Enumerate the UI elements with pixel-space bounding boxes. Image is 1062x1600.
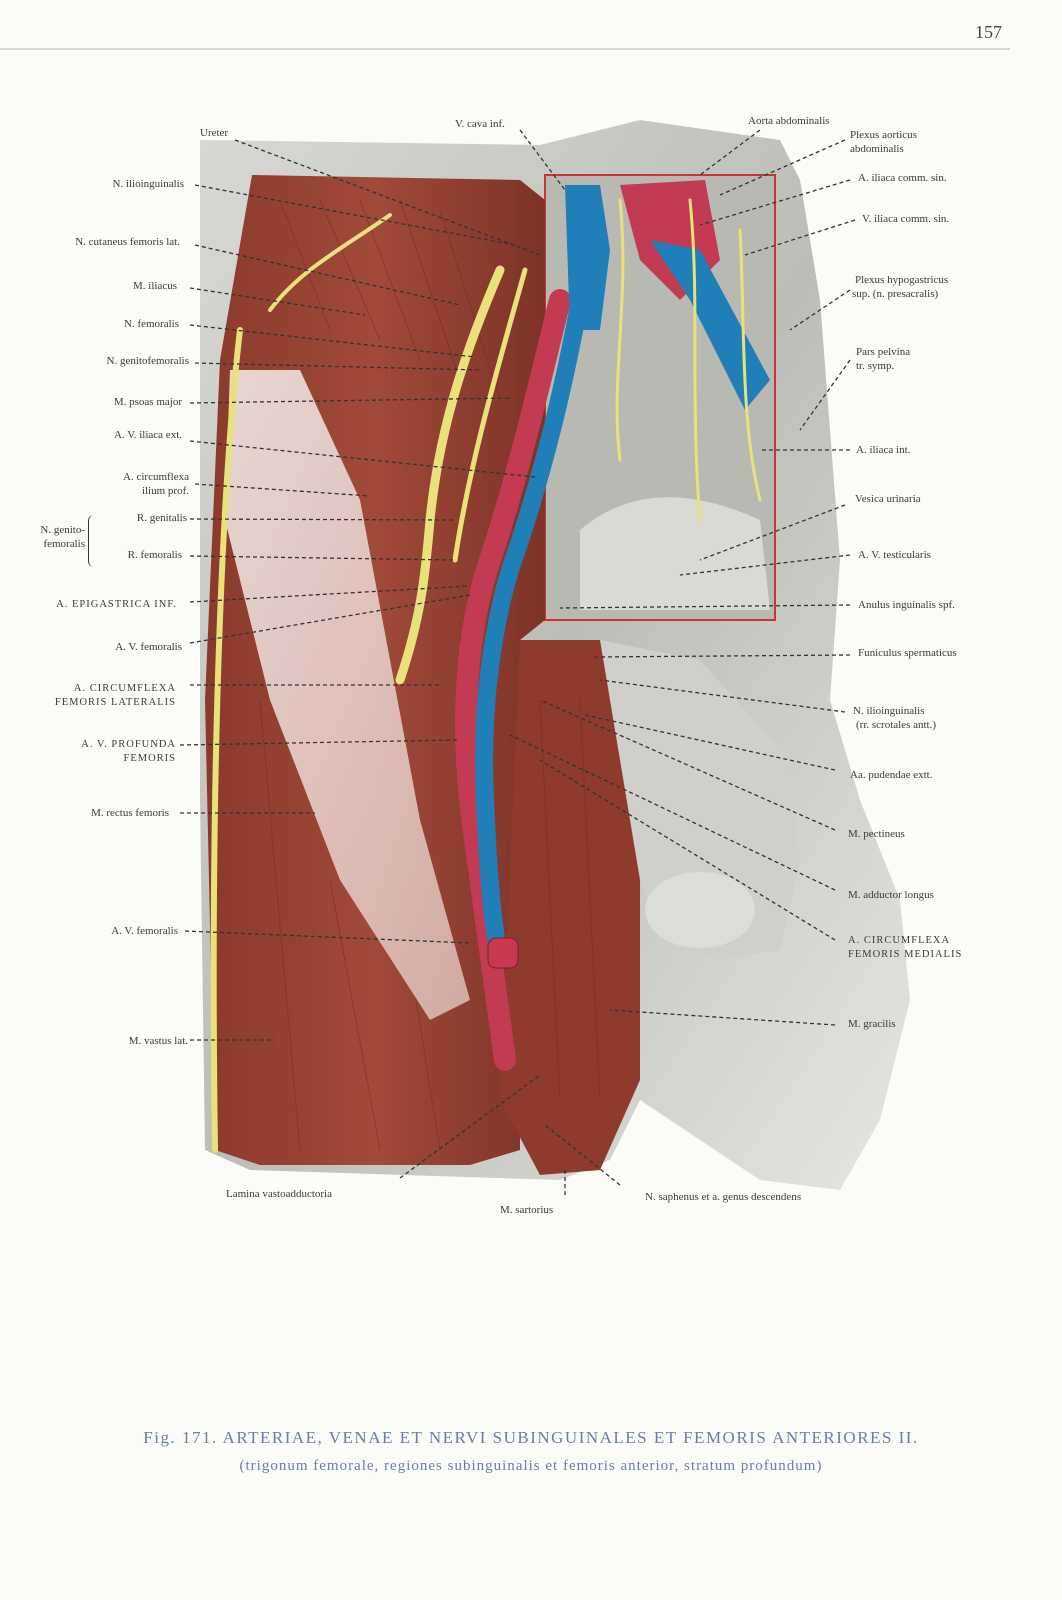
label-a-v-iliaca-ext: A. V. iliaca ext. xyxy=(113,429,182,441)
figure-caption: Fig. 171. ARTERIAE, VENAE ET NERVI SUBIN… xyxy=(143,1428,919,1447)
label-n-ilioinguinalis-left: N. ilioinguinalis xyxy=(112,178,185,190)
label-anulus-inguinalis: Anulus inguinalis spf. xyxy=(858,599,955,611)
label-vesica-urinaria: Vesica urinaria xyxy=(855,493,921,505)
figure-subcaption: (trigonum femorale, regiones subinguinal… xyxy=(239,1458,823,1474)
label-a-v-profunda-1: A. V. PROFUNDA xyxy=(81,739,176,750)
label-ureter: Ureter xyxy=(200,127,229,139)
label-n-genito-1: N. genito- xyxy=(40,524,85,536)
label-lamina-vastoadductoria: Lamina vastoadductoria xyxy=(226,1188,332,1200)
label-pars-pelvina-2: tr. symp. xyxy=(856,360,895,372)
label-a-v-profunda-2: FEMORIS xyxy=(123,753,176,764)
label-n-saphenus: N. saphenus et a. genus descendens xyxy=(645,1191,802,1203)
label-m-rectus-femoris: M. rectus femoris xyxy=(91,807,169,819)
label-a-circ-fem-med-1: A. CIRCUMFLEXA xyxy=(848,935,951,946)
label-a-iliaca-int: A. iliaca int. xyxy=(856,444,911,456)
genitofemoralis-brace xyxy=(88,515,97,567)
nerve-lateral xyxy=(210,327,243,1153)
label-r-femoralis: R. femoralis xyxy=(127,549,182,561)
label-a-circumflexa-2: ilium prof. xyxy=(141,485,189,497)
vesica xyxy=(580,497,770,610)
nerve-plexus-1 xyxy=(615,198,625,462)
page-number: 157 xyxy=(975,22,1002,42)
label-plexus-hypog-2: sup. (n. presacralis) xyxy=(852,288,939,300)
nerve-femoralis xyxy=(395,265,505,685)
label-m-gracilis: M. gracilis xyxy=(848,1018,896,1030)
nerve-cutaneus xyxy=(268,213,392,312)
nerve-plexus-2 xyxy=(688,198,702,522)
femoral-vein xyxy=(475,291,589,959)
label-m-psoas-major: M. psoas major xyxy=(113,396,182,408)
label-m-iliacus: M. iliacus xyxy=(133,280,177,292)
label-a-circ-fem-lat-1: A. CIRCUMFLEXA xyxy=(73,683,176,694)
label-a-v-femoralis-1: A. V. femoralis xyxy=(115,641,182,653)
label-plexus-hypog-1: Plexus hypogastricus xyxy=(855,274,949,286)
label-m-adductor-longus: M. adductor longus xyxy=(848,889,934,901)
label-plexus-aorticus-1: Plexus aorticus xyxy=(850,129,917,141)
label-n-femoralis: N. femoralis xyxy=(124,318,179,330)
anatomical-illustration xyxy=(179,120,910,1195)
label-a-v-femoralis-2: A. V. femoralis xyxy=(111,925,178,937)
label-m-vastus-lat: M. vastus lat. xyxy=(128,1035,188,1047)
thigh-muscles-medial xyxy=(500,640,640,1175)
label-n-ilioinguinalis-right-2: (rr. scrotales antt.) xyxy=(856,719,937,731)
nerve-genitofemoralis xyxy=(452,267,528,563)
label-m-sartorius: M. sartorius xyxy=(500,1204,554,1216)
label-r-genitalis: R. genitalis xyxy=(136,512,187,524)
label-a-circ-fem-lat-2: FEMORIS LATERALIS xyxy=(54,697,176,708)
label-a-iliaca-comm-sin: A. iliaca comm. sin. xyxy=(858,172,947,184)
nerve-plexus-3 xyxy=(738,228,762,502)
label-n-ilioinguinalis-right-1: N. ilioinguinalis xyxy=(853,705,925,717)
label-pars-pelvina-1: Pars pelvina xyxy=(856,346,911,358)
label-a-epigastrica-inf: A. EPIGASTRICA INF. xyxy=(56,599,177,610)
label-m-pectineus: M. pectineus xyxy=(848,828,905,840)
femoral-cut xyxy=(487,937,519,969)
vena-cava xyxy=(565,185,610,330)
label-a-circumflexa-1: A. circumflexa xyxy=(123,471,189,483)
header-rule xyxy=(0,48,1010,50)
rectus-femoris-tendon xyxy=(225,370,470,1020)
label-n-cutaneus-femoris: N. cutaneus femoris lat. xyxy=(75,236,180,248)
label-plexus-aorticus-2: abdominalis xyxy=(850,143,904,155)
label-a-circ-fem-med-2: FEMORIS MEDIALIS xyxy=(848,949,963,960)
glans xyxy=(645,872,755,948)
label-n-genitofemoralis: N. genitofemoralis xyxy=(106,355,189,367)
label-aorta-abdominalis: Aorta abdominalis xyxy=(748,115,830,127)
genital-region xyxy=(600,640,800,960)
label-n-genito-2: femoralis xyxy=(43,538,85,550)
label-funiculus-spermaticus: Funiculus spermaticus xyxy=(858,647,957,659)
label-aa-pudendae: Aa. pudendae extt. xyxy=(850,769,933,781)
label-v-cava-inf: V. cava inf. xyxy=(455,118,505,130)
iliac-vein-sin xyxy=(650,240,770,410)
label-v-iliaca-comm-sin: V. iliaca comm. sin. xyxy=(862,213,950,225)
label-a-v-testicularis: A. V. testicularis xyxy=(858,549,931,561)
